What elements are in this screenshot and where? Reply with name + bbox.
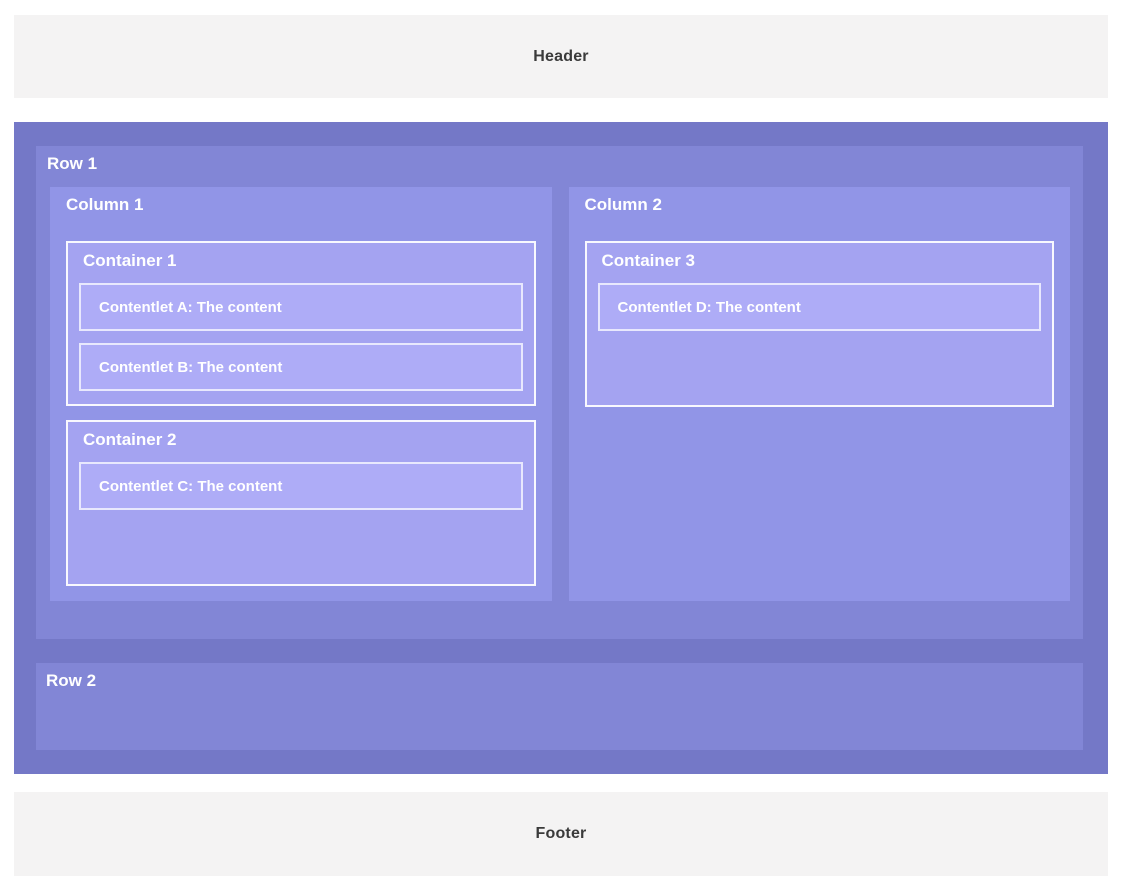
row-1-label: Row 1: [47, 154, 98, 173]
column-1: Column 1 Container 1 Contentlet A: The c…: [50, 187, 552, 601]
container-2: Container 2 Contentlet C: The content: [66, 420, 536, 586]
column-2-label: Column 2: [584, 195, 662, 214]
container-3: Container 3 Contentlet D: The content: [584, 241, 1054, 407]
contentlet-d: Contentlet D: The content: [597, 283, 1041, 331]
contentlet-a-label: Contentlet A: The content: [99, 298, 282, 316]
contentlet-c: Contentlet C: The content: [79, 462, 523, 510]
row-1-columns: Column 1 Container 1 Contentlet A: The c…: [50, 187, 1070, 601]
column-1-label: Column 1: [66, 195, 144, 214]
container-1: Container 1 Contentlet A: The content Co…: [66, 241, 536, 406]
page-body-canvas: Row 1 Column 1 Container 1 Contentlet A:…: [14, 122, 1108, 774]
row-2: Row 2: [36, 663, 1083, 750]
footer-label: Footer: [535, 825, 587, 842]
contentlet-b-label: Contentlet B: The content: [99, 358, 283, 376]
contentlet-d-label: Contentlet D: The content: [617, 298, 801, 316]
site-header: Header: [14, 15, 1108, 98]
contentlet-c-label: Contentlet C: The content: [99, 477, 283, 495]
row-2-label: Row 2: [46, 671, 97, 690]
container-3-label: Container 3: [601, 251, 696, 270]
container-2-label: Container 2: [83, 430, 177, 449]
row-1: Row 1 Column 1 Container 1 Contentlet A:…: [36, 146, 1083, 639]
column-2: Column 2 Container 3 Contentlet D: The c…: [568, 187, 1070, 601]
container-1-label: Container 1: [83, 251, 177, 270]
site-footer: Footer: [14, 792, 1108, 876]
header-label: Header: [533, 47, 589, 65]
contentlet-a: Contentlet A: The content: [79, 283, 523, 331]
contentlet-b: Contentlet B: The content: [79, 343, 523, 391]
